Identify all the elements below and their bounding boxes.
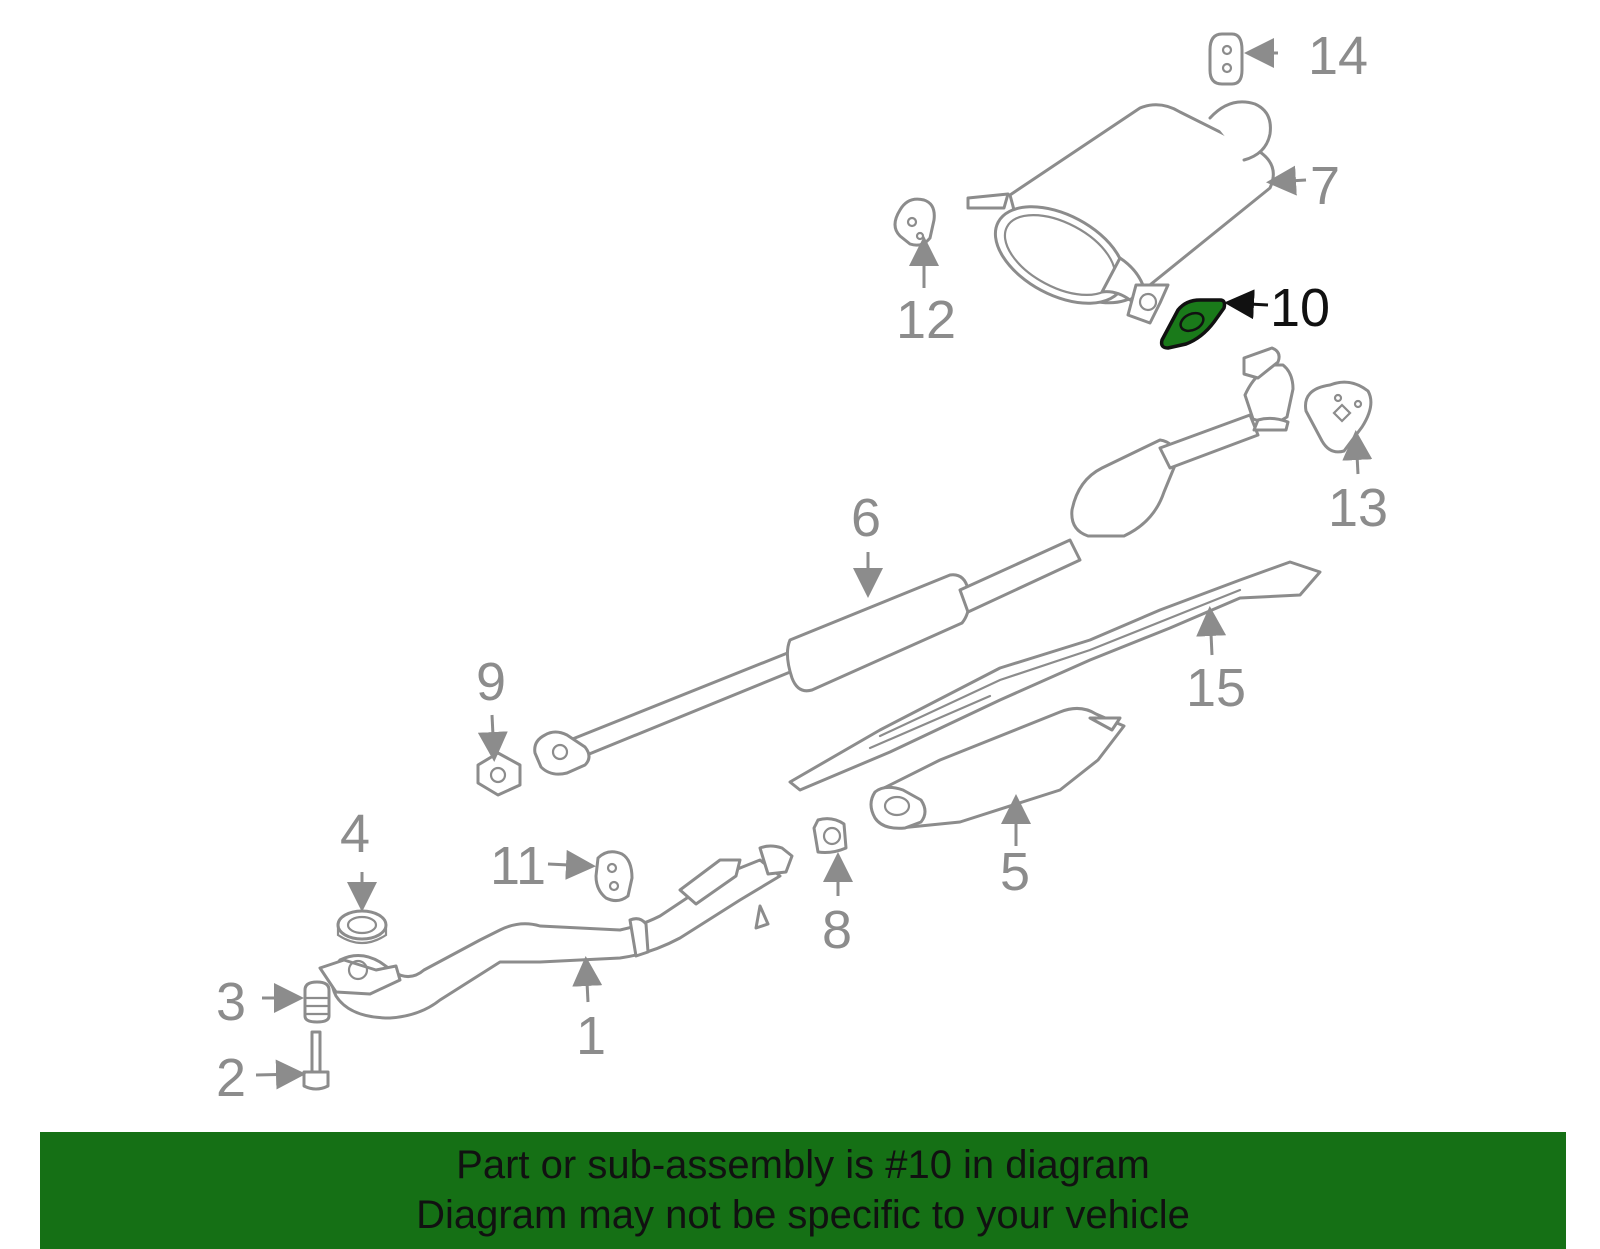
arrow-2 — [255, 1059, 306, 1090]
arrow-1 — [572, 956, 603, 1003]
part-4-gasket-ring — [336, 909, 388, 945]
callout-5: 5 — [1000, 842, 1030, 902]
arrow-7 — [1266, 165, 1307, 196]
callout-13: 13 — [1328, 478, 1388, 538]
part-14-hanger — [1208, 32, 1244, 86]
part-9-gasket — [476, 751, 522, 797]
arrow-15 — [1196, 606, 1227, 656]
part-8-gasket — [812, 817, 848, 854]
callout-10: 10 — [1270, 278, 1330, 338]
arrow-11 — [547, 849, 596, 880]
callout-14: 14 — [1308, 26, 1368, 86]
arrow-10 — [1224, 289, 1269, 320]
arrow-9 — [477, 714, 508, 762]
callout-1: 1 — [576, 1006, 606, 1066]
callout-4: 4 — [340, 804, 370, 864]
callout-12: 12 — [896, 290, 956, 350]
part-3-stud — [303, 980, 331, 1024]
banner-line-1: Part or sub-assembly is #10 in diagram — [456, 1143, 1150, 1187]
callout-15: 15 — [1186, 658, 1246, 718]
part-13-hanger — [1304, 380, 1373, 454]
banner-line-2: Diagram may not be specific to your vehi… — [416, 1193, 1190, 1237]
callout-6: 6 — [851, 488, 881, 548]
part-6-center-pipe — [533, 346, 1295, 776]
part-2-bolt — [302, 1030, 330, 1091]
callout-11: 11 — [490, 836, 546, 896]
part-7-muffler — [966, 100, 1275, 325]
callout-3: 3 — [216, 972, 246, 1032]
callout-7: 7 — [1310, 156, 1340, 216]
part-5-catalytic-converter — [869, 707, 1126, 830]
part-12-hanger — [893, 197, 936, 247]
arrow-13 — [1342, 430, 1373, 475]
part-10-gasket — [1159, 298, 1227, 350]
callout-2: 2 — [216, 1048, 246, 1108]
callout-9: 9 — [476, 652, 506, 712]
callout-8: 8 — [822, 900, 852, 960]
part-15-heat-shield — [788, 560, 1322, 792]
part-11-hanger — [594, 850, 634, 903]
info-banner: Part or sub-assembly is #10 in diagram D… — [40, 1132, 1566, 1249]
part-1-front-pipe — [318, 844, 794, 1020]
